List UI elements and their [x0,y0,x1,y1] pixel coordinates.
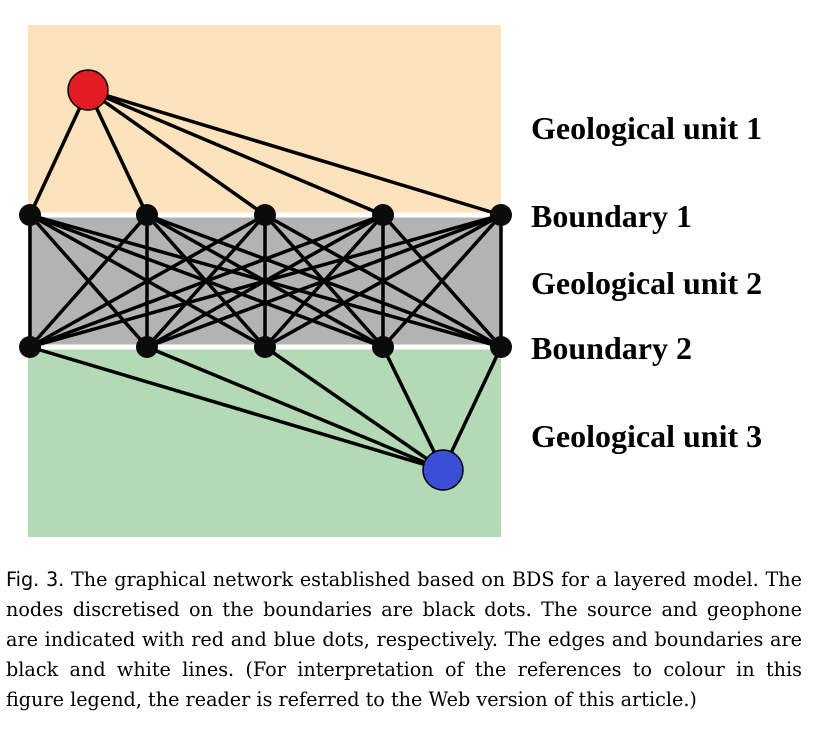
geophone-node [422,449,464,491]
geophone-edge [146,345,444,472]
boundary-2-node [372,336,394,358]
boundary-1-label: Boundary 1 [531,198,692,234]
layer-edge [29,213,266,349]
boundary-2-node [136,336,158,358]
geological-unit-1-region [28,25,501,217]
network-diagram [19,25,512,537]
layer-edge [264,213,502,349]
boundary-1-node [254,204,276,226]
geological-unit-3-region [28,347,501,537]
source-edge [87,88,502,217]
layer-edge [29,213,502,349]
boundary-1-node [19,204,41,226]
source-edge [87,88,384,217]
source-edge [28,89,90,216]
layer-edge [381,213,503,349]
layer-edge [29,213,384,349]
geophone-edge [441,346,503,471]
source-edge [86,88,267,217]
geophone-edge [264,345,444,472]
geophone-edge [381,346,445,471]
geophone-edge [29,345,444,472]
boundary-1-node [372,204,394,226]
geological-unit-2-label: Geological unit 2 [531,265,763,301]
geological-unit-1-label: Geological unit 1 [531,110,763,146]
layer-edge [146,213,502,349]
source-node [67,69,109,111]
caption-text: The graphical network established based … [6,568,802,711]
geological-unit-3-label: Geological unit 3 [531,418,763,454]
boundary-2-node [254,336,276,358]
boundary-1-node [136,204,158,226]
source-edge [86,89,149,216]
boundary-2-node [19,336,41,358]
boundary-2-node [490,336,512,358]
layer-edge [28,213,149,349]
figure-number: Fig. 3. [6,568,65,591]
boundary-1-node [490,204,512,226]
figure-caption: Fig. 3. The graphical network establishe… [6,565,802,715]
boundary-2-label: Boundary 2 [531,330,692,366]
network-figure: Geological unit 1 Boundary 1 Geological … [19,25,763,537]
